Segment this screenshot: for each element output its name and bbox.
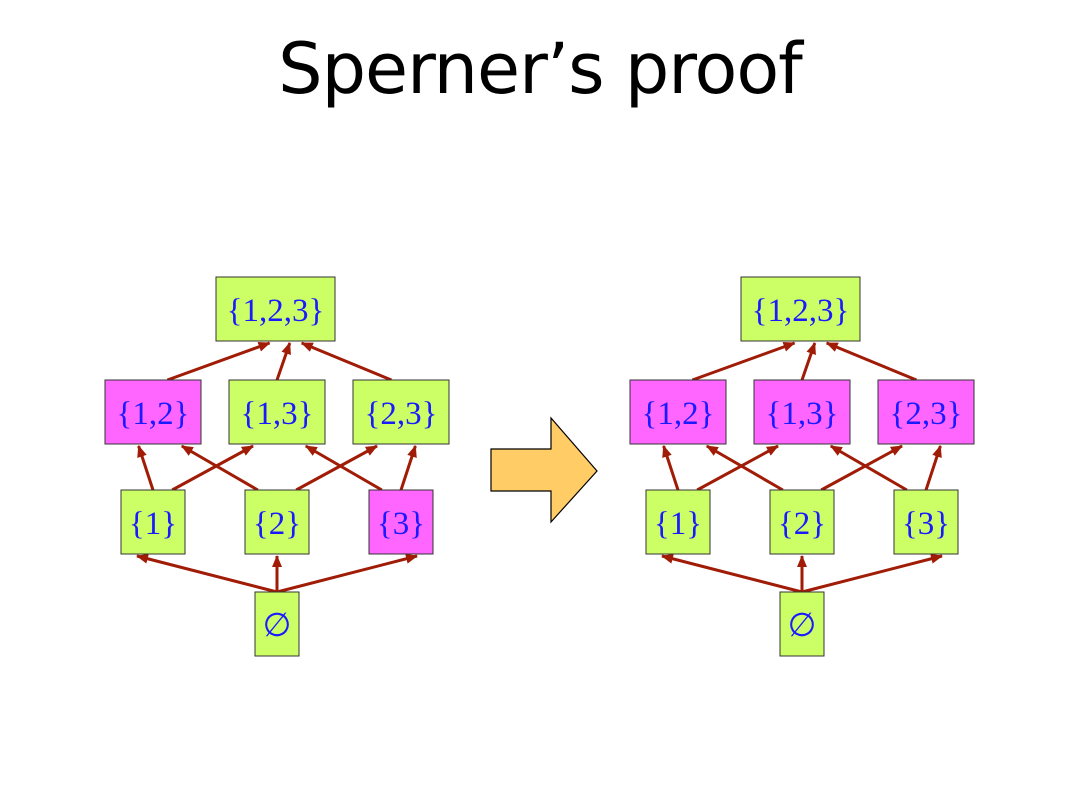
node-box xyxy=(877,379,975,445)
node-box xyxy=(753,379,851,445)
node-label: {1,2} xyxy=(117,396,190,432)
edge-n2-to-n12 xyxy=(180,444,259,492)
edge-n23-to-n123 xyxy=(825,341,917,382)
node-box xyxy=(215,276,336,342)
node-label: {1} xyxy=(654,506,702,542)
node-n3: {3} xyxy=(368,489,434,555)
node-n2: {2} xyxy=(244,489,310,555)
node-label: {1,2} xyxy=(642,396,715,432)
edge-n1-to-n12 xyxy=(137,445,155,491)
edge-n12-to-n123 xyxy=(691,341,796,382)
node-box xyxy=(352,379,450,445)
node-box xyxy=(769,489,835,555)
node-box xyxy=(629,379,727,445)
node-label: {1,3} xyxy=(766,396,839,432)
node-n12: {1,2} xyxy=(104,379,202,445)
edge-n23-to-n123 xyxy=(300,341,392,382)
edge-n0-to-n3 xyxy=(276,553,418,594)
node-label: {2} xyxy=(253,506,301,542)
diagram-after: {1,2,3} {1,2} {1,3} {2,3} {1} {2} {3} ∅ xyxy=(629,276,975,657)
node-label: ∅ xyxy=(788,608,817,644)
node-n13: {1,3} xyxy=(753,379,851,445)
node-n1: {1} xyxy=(120,489,186,555)
edge-n3-to-n23 xyxy=(399,445,417,491)
node-box xyxy=(228,379,326,445)
node-label: {2} xyxy=(778,506,826,542)
edge-n1-to-n12 xyxy=(662,445,680,491)
edge-n0-to-n1 xyxy=(661,553,803,594)
edge-n3-to-n23 xyxy=(924,445,942,491)
node-n23: {2,3} xyxy=(352,379,450,445)
node-n13: {1,3} xyxy=(228,379,326,445)
node-label: {2,3} xyxy=(890,396,963,432)
node-n1: {1} xyxy=(645,489,711,555)
node-label: {1} xyxy=(129,506,177,542)
node-label: {1,2,3} xyxy=(752,293,850,329)
edge-n12-to-n123 xyxy=(166,341,271,382)
edge-n2-to-n23 xyxy=(820,444,903,492)
node-n2: {2} xyxy=(769,489,835,555)
node-box xyxy=(120,489,186,555)
edge-n0-to-n1 xyxy=(136,553,278,594)
node-box xyxy=(645,489,711,555)
edge-n3-to-n13 xyxy=(304,444,383,492)
node-label: {1,3} xyxy=(241,396,314,432)
node-label: {1,2,3} xyxy=(227,293,325,329)
node-label: {3} xyxy=(377,506,425,542)
node-n123: {1,2,3} xyxy=(215,276,336,342)
edge-n1-to-n13 xyxy=(696,444,779,492)
node-n3: {3} xyxy=(893,489,959,555)
node-n0: ∅ xyxy=(254,591,300,657)
edge-n13-to-n123 xyxy=(275,342,292,381)
node-box xyxy=(368,489,434,555)
node-n12: {1,2} xyxy=(629,379,727,445)
node-label: ∅ xyxy=(263,608,292,644)
node-n0: ∅ xyxy=(779,591,825,657)
node-n123: {1,2,3} xyxy=(740,276,861,342)
node-n23: {2,3} xyxy=(877,379,975,445)
node-box xyxy=(254,591,300,657)
edge-n0-to-n3 xyxy=(801,553,943,594)
slide-title: Sperner’s proof xyxy=(278,28,803,110)
node-label: {3} xyxy=(902,506,950,542)
edge-n1-to-n13 xyxy=(171,444,254,492)
transform-arrow-icon xyxy=(490,416,598,524)
node-label: {2,3} xyxy=(365,396,438,432)
edge-n3-to-n13 xyxy=(829,444,908,492)
diagram-before: {1,2,3} {1,2} {1,3} {2,3} {1} {2} {3} ∅ xyxy=(104,276,450,657)
edge-n2-to-n23 xyxy=(295,444,378,492)
edge-n2-to-n12 xyxy=(705,444,784,492)
node-box xyxy=(244,489,310,555)
node-box xyxy=(893,489,959,555)
node-box xyxy=(104,379,202,445)
node-box xyxy=(779,591,825,657)
edge-n13-to-n123 xyxy=(800,342,817,381)
node-box xyxy=(740,276,861,342)
